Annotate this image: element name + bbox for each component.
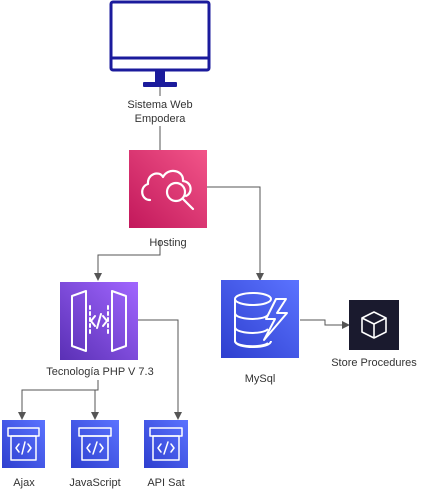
node-label-php: Tecnología PHP V 7.3 [46, 366, 153, 378]
node-hosting[interactable]: Hosting [129, 150, 207, 249]
database-bolt-icon [234, 292, 288, 348]
edge-hosting-mysql [205, 186, 261, 275]
edge-hosting-php [97, 240, 161, 275]
api-gateway-icon [71, 290, 127, 352]
code-window-icon [7, 427, 40, 461]
code-window-icon [78, 427, 112, 461]
node-javascript[interactable]: JavaScript [69, 420, 121, 489]
monitor-icon [109, 0, 211, 87]
node-php[interactable]: Tecnología PHP V 7.3 [46, 282, 154, 378]
edge-php-ajax [21, 380, 99, 414]
edge-php-api [138, 319, 179, 414]
node-label-sp: Store Procedures [331, 357, 417, 369]
node-label-javascript: JavaScript [69, 477, 120, 489]
node-ajax[interactable]: Ajax [2, 420, 45, 489]
node-label-web-line2: Empodera [135, 113, 187, 125]
node-store-procedures[interactable]: Store Procedures [331, 300, 417, 369]
cube-icon [361, 311, 387, 339]
node-label-hosting: Hosting [149, 237, 186, 249]
node-api-sat[interactable]: API Sat [144, 420, 188, 489]
node-label-api-sat: API Sat [147, 477, 184, 489]
node-label-ajax: Ajax [13, 477, 35, 489]
node-label-web-line1: Sistema Web [127, 99, 192, 111]
edges [18, 74, 350, 420]
node-mysql[interactable]: MySql [221, 280, 299, 385]
edge-mysql-sp [300, 319, 343, 326]
cloud-search-icon [141, 169, 195, 211]
code-window-icon [149, 427, 183, 461]
node-sistema-web[interactable]: Sistema Web Empodera [109, 0, 211, 126]
node-label-mysql: MySql [245, 373, 276, 385]
